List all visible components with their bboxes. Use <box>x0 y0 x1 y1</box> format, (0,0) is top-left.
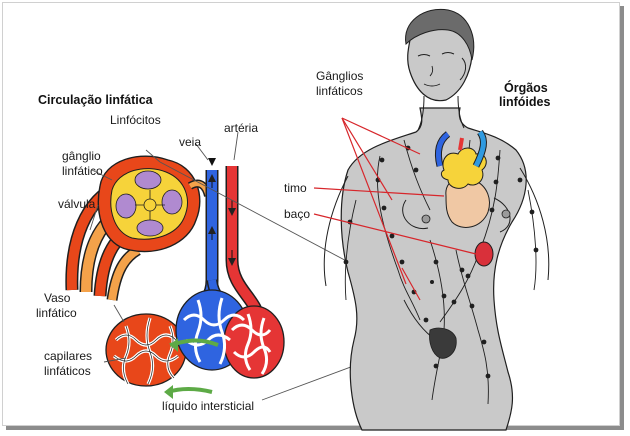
label-linfocitos: Linfócitos <box>110 113 161 127</box>
label-baco: baço <box>284 207 310 221</box>
pubic-region <box>429 327 457 359</box>
label-veia: veia <box>179 135 201 149</box>
left-diagram-title: Circulação linfática <box>38 93 154 107</box>
lymphocyte-cluster <box>115 170 183 237</box>
label-capilares-line1: capilares <box>44 349 92 363</box>
label-ganglio-line1: gânglio <box>62 149 101 163</box>
great-vessels <box>434 129 487 168</box>
lymph-circulation-diagram: Circulação linfática Linfócitos veia art… <box>36 93 421 413</box>
thymus <box>440 147 487 189</box>
organ-pointers <box>313 117 477 301</box>
label-ganglio-line2: linfático <box>62 164 103 178</box>
spleen <box>474 241 494 267</box>
vein-flow-arrowhead <box>208 158 216 166</box>
label-ganglios-line1: Gânglios <box>316 69 363 83</box>
human-body-figure: Gânglios linfáticos timo baço Órgãos lin… <box>284 8 550 431</box>
interstitial-flow-arrows <box>164 338 219 399</box>
label-liquido-intersticial: líquido intersticial <box>162 399 254 413</box>
artery <box>225 166 265 323</box>
blood-capillary-bed <box>175 289 285 379</box>
label-capilares-line2: linfáticos <box>44 364 91 378</box>
label-vaso-line2: linfático <box>36 306 77 320</box>
right-title-line2: linfóides <box>499 95 550 109</box>
right-title-line1: Órgãos <box>504 80 548 95</box>
navel <box>430 280 434 284</box>
label-vaso-line1: Vaso <box>44 291 71 305</box>
head <box>405 8 475 102</box>
label-arteria: artéria <box>224 121 258 135</box>
label-valvula: válvula <box>58 197 96 211</box>
lymph-capillary-bed <box>105 313 187 387</box>
label-timo: timo <box>284 181 307 195</box>
lymph-node <box>97 155 201 253</box>
label-ganglios-line2: linfáticos <box>316 84 363 98</box>
